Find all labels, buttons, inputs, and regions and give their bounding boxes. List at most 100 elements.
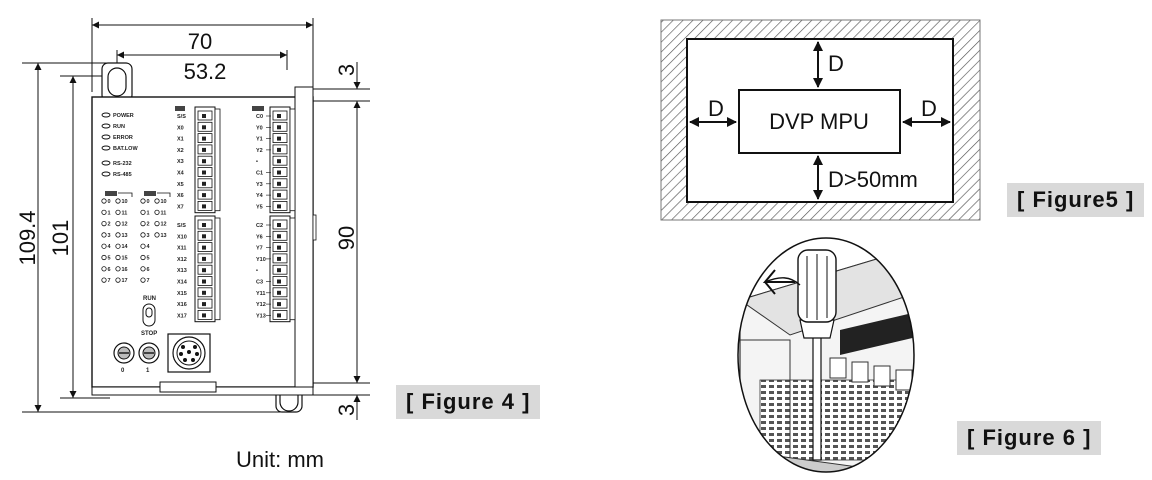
io-indicator-label: 5 bbox=[147, 256, 150, 262]
terminal-label: Y6 bbox=[256, 234, 263, 240]
led-label-rs232: RS-232 bbox=[113, 161, 132, 167]
figure6-caption: [ Figure 6 ] bbox=[957, 421, 1102, 455]
terminal-label: X1 bbox=[177, 137, 184, 143]
terminal-label: Y13 bbox=[256, 313, 266, 319]
terminal-label: X5 bbox=[177, 182, 184, 188]
status-leds: POWER RUN ERROR BAT.LOW RS-232 RS-485 bbox=[101, 112, 138, 178]
terminal-label: C0 bbox=[256, 114, 263, 120]
switch-label-stop: STOP bbox=[141, 331, 157, 337]
terminal-label: • bbox=[256, 159, 258, 165]
terminal-label: Y0 bbox=[256, 125, 263, 131]
io-indicator-label: 16 bbox=[122, 267, 128, 273]
io-indicator-label: 2 bbox=[108, 222, 111, 228]
led-label-run: RUN bbox=[113, 124, 125, 130]
terminal-label: X12 bbox=[177, 257, 187, 263]
clearance-label-left: D bbox=[708, 96, 724, 121]
figure4-drawing: POWER RUN ERROR BAT.LOW RS-232 RS-485 0 1… bbox=[15, 18, 370, 472]
terminal-blocks: S/SX0X1X2X3X4X5X6X7S/SX10X11X12X13X14X15… bbox=[177, 106, 296, 323]
terminal-label: Y11 bbox=[256, 291, 265, 297]
led-label-power: POWER bbox=[113, 113, 134, 119]
terminal-label: X0 bbox=[177, 125, 184, 131]
io-indicator-label: 12 bbox=[161, 222, 167, 228]
terminal-label: Y10 bbox=[256, 257, 266, 263]
led-label-rs485: RS-485 bbox=[113, 172, 132, 178]
dim-width-holes: 53.2 bbox=[184, 59, 227, 84]
terminal-label: Y3 bbox=[256, 182, 263, 188]
io-indicator-label: 1 bbox=[108, 210, 111, 216]
pot-label-0: 0 bbox=[121, 368, 125, 374]
led-label-batlow: BAT.LOW bbox=[113, 146, 138, 152]
io-indicator-label: 15 bbox=[122, 256, 128, 262]
terminal-label: X4 bbox=[177, 171, 185, 177]
terminal-label: X14 bbox=[177, 280, 188, 286]
io-indicator-label: 4 bbox=[147, 244, 151, 250]
terminal-label: Y12 bbox=[256, 302, 266, 308]
terminal-label: S/S bbox=[177, 114, 186, 120]
pot-label-1: 1 bbox=[146, 368, 150, 374]
potentiometer-icon bbox=[113, 342, 160, 364]
io-indicator-label: 3 bbox=[147, 233, 150, 239]
dim-width-total: 70 bbox=[188, 29, 212, 54]
terminal-label: C2 bbox=[256, 223, 263, 229]
terminal-label: X17 bbox=[177, 313, 187, 319]
io-indicator-label: 13 bbox=[122, 233, 128, 239]
dim-margin-bottom: 3 bbox=[334, 404, 359, 416]
led-label-error: ERROR bbox=[113, 135, 133, 141]
terminal-label: X13 bbox=[177, 268, 187, 274]
terminal-label: X16 bbox=[177, 302, 187, 308]
dvp-mpu-box bbox=[738, 89, 901, 154]
io-indicator-label: 10 bbox=[161, 199, 167, 205]
dvp-mpu-label: DVP MPU bbox=[769, 109, 869, 134]
io-indicator-label: 3 bbox=[108, 233, 111, 239]
io-indicator-label: 7 bbox=[147, 278, 150, 284]
dim-height-body: 90 bbox=[334, 226, 359, 250]
io-indicator-label: 17 bbox=[122, 278, 128, 284]
io-indicator-label: 11 bbox=[122, 210, 128, 216]
terminal-label: X11 bbox=[177, 246, 186, 252]
io-indicator-label: 7 bbox=[108, 278, 111, 284]
dim-margin-top: 3 bbox=[334, 64, 359, 76]
terminal-label: X7 bbox=[177, 204, 184, 210]
io-indicator-label: 14 bbox=[122, 244, 129, 250]
figure6-illustration bbox=[737, 237, 915, 473]
clearance-label-top: D bbox=[828, 51, 844, 76]
terminal-label: S/S bbox=[177, 223, 186, 229]
io-indicator-label: 13 bbox=[161, 233, 167, 239]
figure5-caption: [ Figure5 ] bbox=[1007, 183, 1145, 217]
terminal-label: Y2 bbox=[256, 148, 263, 154]
io-indicator-label: 0 bbox=[147, 199, 150, 205]
switch-label-run: RUN bbox=[143, 296, 156, 302]
clearance-label-right: D bbox=[921, 96, 937, 121]
io-indicator-label: 11 bbox=[161, 210, 167, 216]
io-indicator-label: 6 bbox=[108, 267, 111, 273]
io-indicator-label: 5 bbox=[108, 256, 111, 262]
unit-label: Unit: mm bbox=[236, 447, 324, 472]
terminal-label: • bbox=[256, 268, 258, 274]
io-indicator-label: 10 bbox=[122, 199, 128, 205]
terminal-label: Y5 bbox=[256, 204, 263, 210]
terminal-label: X10 bbox=[177, 234, 187, 240]
io-indicator-label: 1 bbox=[147, 210, 150, 216]
clearance-label-bottom: D>50mm bbox=[828, 167, 918, 192]
io-indicator-label: 4 bbox=[108, 244, 112, 250]
terminal-label: C1 bbox=[256, 171, 263, 177]
terminal-label: C3 bbox=[256, 280, 263, 286]
io-indicator-label: 2 bbox=[147, 222, 150, 228]
terminal-label: X2 bbox=[177, 148, 184, 154]
terminal-label: X3 bbox=[177, 159, 184, 165]
io-indicator-label: 6 bbox=[147, 267, 150, 273]
io-indicator-label: 12 bbox=[122, 222, 128, 228]
terminal-label: Y7 bbox=[256, 246, 263, 252]
terminal-label: X15 bbox=[177, 291, 187, 297]
terminal-label: Y1 bbox=[256, 137, 263, 143]
comm-port-icon bbox=[167, 333, 211, 373]
io-indicator-label: 0 bbox=[108, 199, 111, 205]
dim-height-holes: 101 bbox=[48, 220, 73, 257]
figure4-caption: [ Figure 4 ] bbox=[396, 385, 541, 419]
terminal-label: Y4 bbox=[256, 193, 264, 199]
terminal-label: X6 bbox=[177, 193, 184, 199]
figure5-drawing: DVP MPU D D D D>50mm bbox=[660, 19, 981, 221]
dim-height-total: 109.4 bbox=[15, 210, 40, 265]
